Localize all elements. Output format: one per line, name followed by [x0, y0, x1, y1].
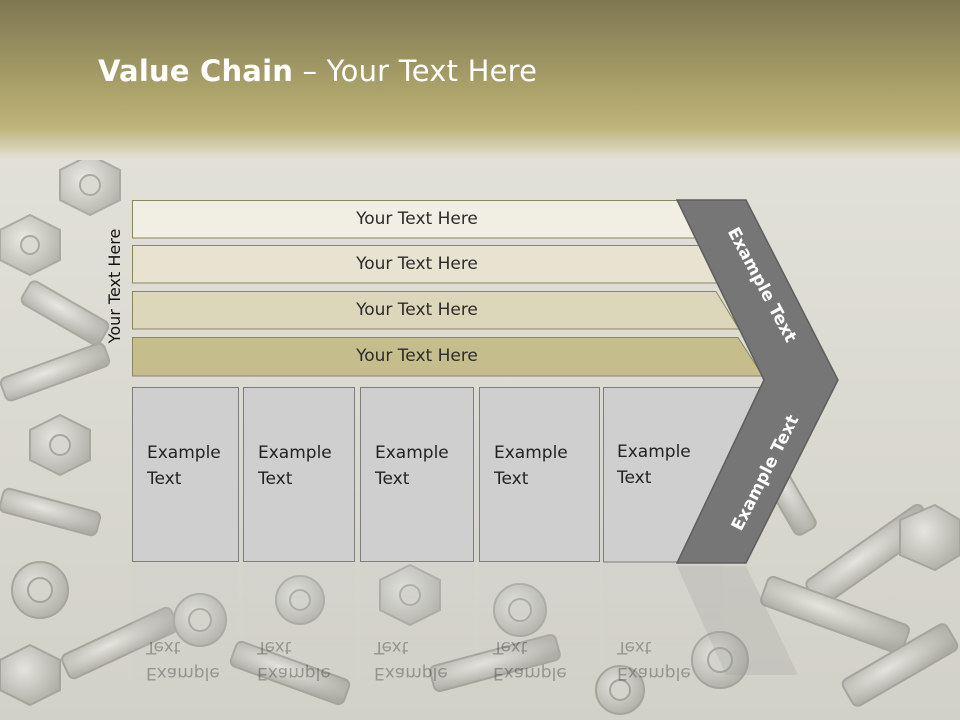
side-label: Your Text Here [105, 228, 124, 344]
chevron-reflection [677, 566, 798, 675]
slide-title: Value Chain – Your Text Here [98, 54, 537, 88]
row-3-label: Your Text Here [356, 300, 478, 320]
title-rest: – Your Text Here [293, 54, 538, 88]
title-bold: Value Chain [98, 54, 294, 88]
value-chain-chevron [676, 199, 839, 564]
row-2-label: Your Text Here [356, 254, 478, 274]
row-4-label: Your Text Here [356, 346, 478, 366]
row-1-label: Your Text Here [356, 209, 478, 229]
